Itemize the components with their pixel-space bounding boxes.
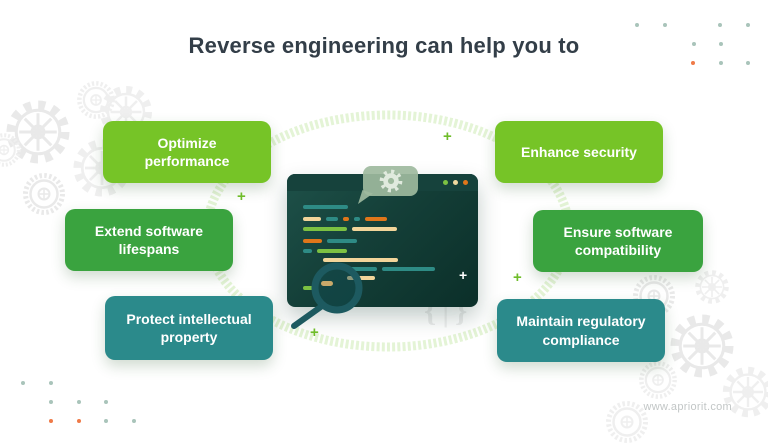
benefit-box-enhance-security: Enhance security: [495, 121, 663, 183]
benefit-box-maintain-regulatory-compliance: Maintain regulatory compliance: [497, 299, 665, 362]
benefit-box-optimize-performance: Optimize performance: [103, 121, 271, 183]
plus-mark: +: [443, 128, 452, 145]
plus-mark-white: +: [459, 267, 468, 283]
code-editor-illustration: +: [287, 166, 478, 329]
dot-pattern-bottom-left: [16, 376, 141, 426]
dot-pattern-top-right: [630, 18, 755, 68]
window-control-dot: [463, 180, 468, 185]
benefit-label: Protect intellectual property: [126, 310, 252, 345]
gear-icon: [609, 404, 646, 441]
benefit-label: Maintain regulatory compliance: [516, 313, 646, 348]
gear-icon: [26, 176, 63, 213]
page-title: Reverse engineering can help you to: [188, 33, 580, 58]
benefit-label: Optimize performance: [144, 134, 230, 169]
benefit-label: Enhance security: [521, 143, 637, 160]
benefit-label: Ensure software compatibility: [563, 223, 673, 258]
gear-icon: [641, 363, 674, 396]
website-url: www.apriorit.com: [643, 401, 732, 413]
gear-icon: [726, 370, 768, 413]
gear-icon: [379, 169, 402, 193]
benefit-box-extend-software-lifespans: Extend software lifespans: [65, 209, 233, 271]
magnifier-icon: [291, 262, 363, 329]
plus-mark: +: [237, 188, 246, 205]
plus-mark: +: [513, 269, 522, 286]
window-control-dot: [443, 180, 448, 185]
benefit-box-ensure-software-compatibility: Ensure software compatibility: [533, 210, 703, 272]
gear-icon: [698, 273, 727, 302]
speech-bubble: [358, 166, 418, 204]
pipe-glyph: |: [442, 293, 456, 328]
window-control-dot: [453, 180, 458, 185]
gear-icon: [0, 135, 19, 165]
benefit-label: Extend software lifespans: [94, 222, 204, 257]
plus-mark: +: [310, 324, 319, 341]
editor-window: [287, 174, 478, 307]
benefit-box-protect-intellectual-property: Protect intellectual property: [105, 296, 273, 360]
gear-icon: [675, 319, 729, 373]
